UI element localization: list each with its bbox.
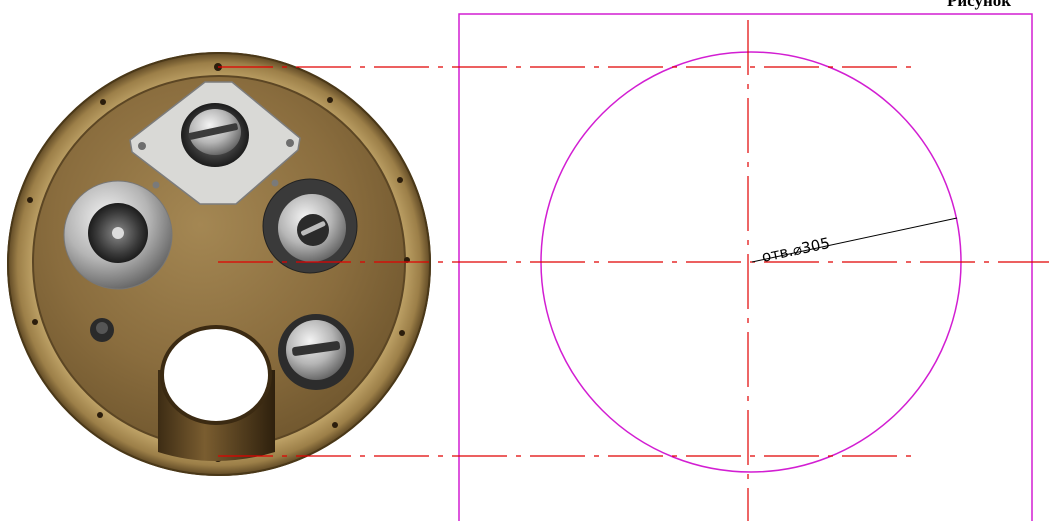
small-valve xyxy=(90,318,114,342)
bolt-hole xyxy=(32,319,38,325)
bolt-hole xyxy=(399,330,405,336)
dimension-text: отв.⌀305 xyxy=(760,234,831,266)
flange-rim-edge xyxy=(7,52,431,476)
bottom-cap-slot xyxy=(292,341,341,356)
bolt-hole xyxy=(327,97,333,103)
small-valve-core xyxy=(96,322,108,334)
bolt-hole xyxy=(27,197,33,203)
open-tube-mouth xyxy=(160,325,272,425)
top-cap-slot xyxy=(188,123,238,140)
centerlines xyxy=(218,20,1049,521)
bottom-cap xyxy=(278,314,354,390)
dimension-leader xyxy=(751,217,958,263)
bolt-hole xyxy=(100,99,106,105)
open-tube xyxy=(158,325,275,461)
plate-screw xyxy=(286,139,294,147)
screw xyxy=(152,181,160,189)
bolt-hole xyxy=(332,422,338,428)
flange-photo xyxy=(7,52,431,476)
right-connector xyxy=(262,178,358,274)
plate-screw xyxy=(138,142,146,150)
figure-label: Рисунок xyxy=(947,0,1012,10)
bolt-hole xyxy=(97,412,103,418)
top-plate xyxy=(129,81,301,205)
bolt-hole xyxy=(397,177,403,183)
left-connector xyxy=(63,180,173,290)
screw xyxy=(271,179,279,187)
magenta-frame xyxy=(458,13,1033,526)
right-connector-slot xyxy=(301,221,326,236)
left-connector-pin xyxy=(112,227,124,239)
